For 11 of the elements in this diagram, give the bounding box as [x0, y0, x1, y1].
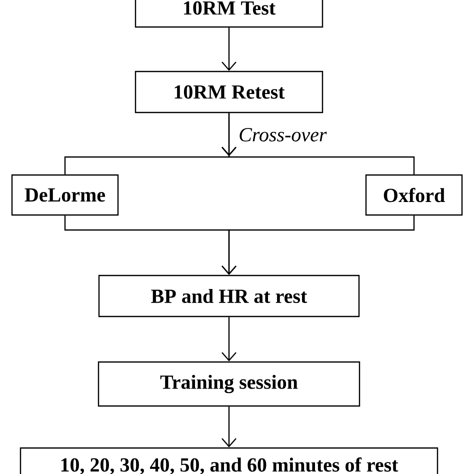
process-box: BP and HR at rest: [98, 274, 360, 318]
process-box: 10RM Retest: [134, 70, 324, 114]
process-box: Training session: [98, 361, 360, 407]
arrow: [222, 317, 236, 362]
arrow: [222, 216, 415, 275]
process-box: Oxford: [365, 174, 463, 216]
arrow: [222, 406, 236, 448]
process-box: 10RM Test: [134, 0, 324, 28]
arrow: [222, 28, 236, 71]
process-box: DeLorme: [11, 174, 119, 216]
edge-label: Cross-over: [238, 127, 328, 142]
